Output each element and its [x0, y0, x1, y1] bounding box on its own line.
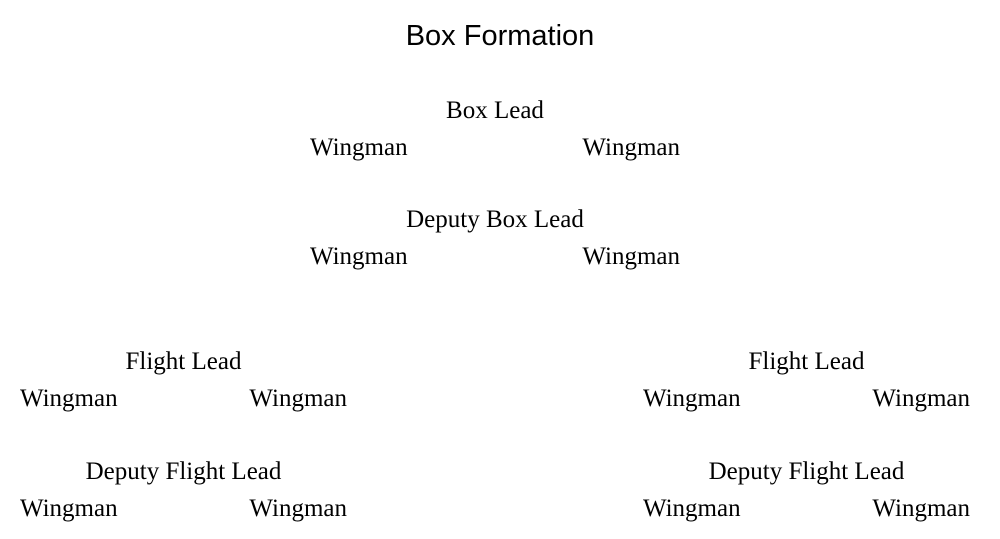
wingman-label: Wingman [20, 495, 118, 522]
wingman-label: Wingman [310, 243, 408, 270]
lead-label-deputy-box-lead: Deputy Box Lead [406, 206, 584, 233]
page-title: Box Formation [405, 20, 595, 52]
wingman-label: Wingman [872, 495, 970, 522]
lead-label-deputy-flight-lead-right: Deputy Flight Lead [708, 458, 905, 485]
formation-group-flight-lead-left: Flight Lead Wingman Wingman [20, 347, 347, 417]
wingman-row-deputy-flight-lead-right: Wingman Wingman [643, 494, 970, 524]
wingman-row-deputy-box-lead: Wingman Wingman [310, 242, 680, 272]
wingman-label: Wingman [643, 385, 741, 412]
wingman-row-flight-lead-left: Wingman Wingman [20, 384, 347, 414]
wingman-label: Wingman [249, 495, 347, 522]
wingman-row-box-lead: Wingman Wingman [310, 133, 680, 163]
wingman-label: Wingman [310, 134, 408, 161]
lead-label-box-lead: Box Lead [446, 97, 544, 124]
lead-label-deputy-flight-lead-left: Deputy Flight Lead [85, 458, 282, 485]
formation-group-deputy-box-lead: Deputy Box Lead Wingman Wingman [310, 205, 680, 275]
formation-group-box-lead: Box Lead Wingman Wingman [310, 96, 680, 166]
lead-label-flight-lead-left: Flight Lead [125, 348, 242, 375]
wingman-label: Wingman [643, 495, 741, 522]
wingman-label: Wingman [249, 385, 347, 412]
wingman-label: Wingman [872, 385, 970, 412]
formation-group-deputy-flight-lead-right: Deputy Flight Lead Wingman Wingman [643, 457, 970, 527]
wingman-row-deputy-flight-lead-left: Wingman Wingman [20, 494, 347, 524]
wingman-label: Wingman [582, 134, 680, 161]
wingman-row-flight-lead-right: Wingman Wingman [643, 384, 970, 414]
formation-group-deputy-flight-lead-left: Deputy Flight Lead Wingman Wingman [20, 457, 347, 527]
formation-group-flight-lead-right: Flight Lead Wingman Wingman [643, 347, 970, 417]
wingman-label: Wingman [582, 243, 680, 270]
lead-label-flight-lead-right: Flight Lead [748, 348, 865, 375]
wingman-label: Wingman [20, 385, 118, 412]
